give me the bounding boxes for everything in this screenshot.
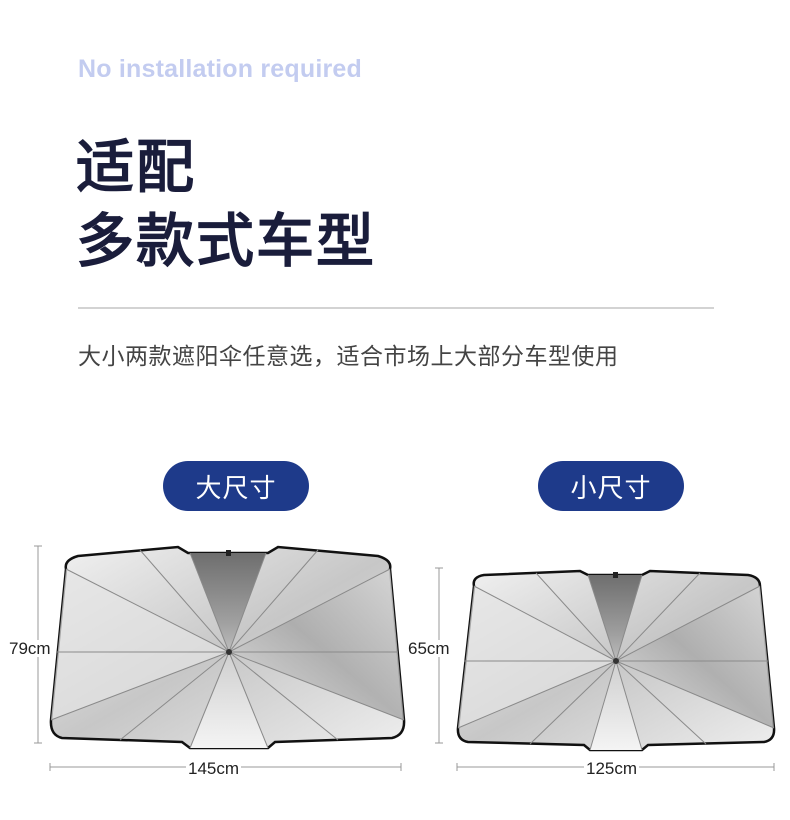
headline-line-1: 适配 [76,133,197,201]
small-shade [456,569,776,752]
subtitle-en: No installation required [78,55,362,83]
large-height-label: 79cm [7,639,53,658]
large-width-label: 145cm [186,759,242,778]
small-height-label: 65cm [406,639,452,658]
large-size-badge: 大尺寸 [163,461,309,511]
headline-line-2: 多款式车型 [76,207,377,275]
large-shade [49,545,406,750]
divider [78,307,714,309]
small-size-badge: 小尺寸 [538,461,684,511]
description: 大小两款遮阳伞任意选，适合市场上大部分车型使用 [78,344,619,370]
small-width-label: 125cm [584,759,640,778]
